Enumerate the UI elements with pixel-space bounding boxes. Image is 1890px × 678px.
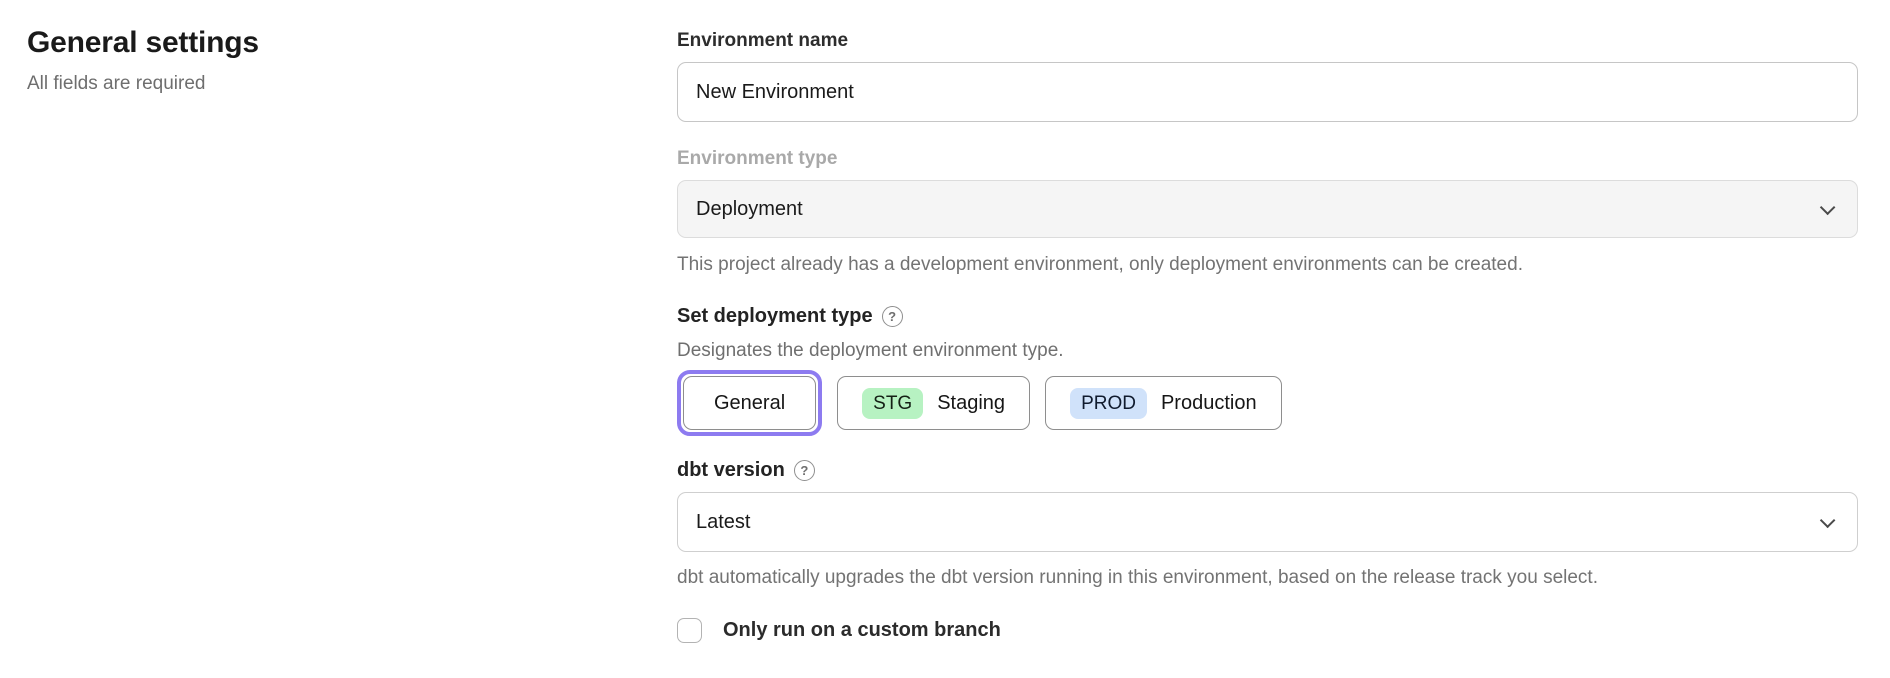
dbt-version-heading-row: dbt version ? [677,458,1858,482]
deployment-type-general-label: General [714,391,786,414]
deployment-type-general-button[interactable]: General [683,376,817,430]
help-icon[interactable]: ? [881,305,903,327]
custom-branch-label[interactable]: Only run on a custom branch [723,619,1001,641]
custom-branch-row: Only run on a custom branch [677,618,1858,643]
page-title: General settings [27,26,259,59]
deployment-type-staging-label: Staging [937,391,1006,414]
deployment-type-heading: Set deployment type [677,305,873,327]
environment-type-value: Deployment [696,197,803,220]
deployment-type-production-label: Production [1160,391,1257,414]
dbt-version-helper: dbt automatically upgrades the dbt versi… [677,567,1598,588]
environment-name-label: Environment name [677,30,849,51]
production-badge: PROD [1070,387,1147,419]
deployment-type-production-button[interactable]: PROD Production [1045,376,1282,430]
selected-option-ring: General [677,370,823,436]
staging-badge: STG [862,387,924,419]
deployment-type-staging-button[interactable]: STG Staging [837,376,1031,430]
dbt-version-select[interactable]: Latest [677,492,1858,552]
custom-branch-checkbox[interactable] [677,618,702,643]
environment-name-input[interactable] [677,62,1858,122]
environment-settings-form: Environment name Environment type Deploy… [677,30,1858,643]
environment-type-helper: This project already has a development e… [677,254,1523,275]
deployment-type-options: General STG Staging PROD Production [677,370,1858,436]
deployment-type-description: Designates the deployment environment ty… [677,340,1064,361]
page-subtitle: All fields are required [27,73,206,94]
dbt-version-value: Latest [696,510,751,533]
chevron-down-icon [1819,512,1836,528]
environment-type-label: Environment type [677,148,838,169]
environment-type-select[interactable]: Deployment [677,180,1858,238]
dbt-version-heading: dbt version [677,459,785,481]
help-icon[interactable]: ? [793,459,815,481]
deployment-type-heading-row: Set deployment type ? [677,304,1858,328]
settings-section-header: General settings All fields are required [27,26,587,95]
chevron-down-icon [1819,199,1836,215]
